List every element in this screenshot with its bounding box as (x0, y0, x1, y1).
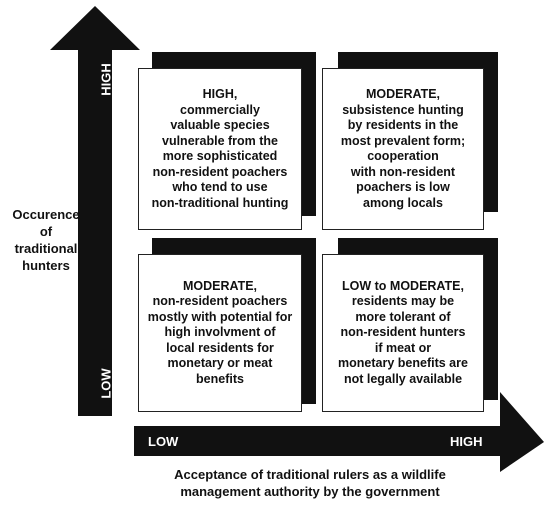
y-axis-low-label: LOW (98, 368, 114, 399)
x-axis-title: Acceptance of traditional rulers as a wi… (174, 467, 446, 499)
quadrant-top-right: MODERATE, subsistence hunting by residen… (322, 68, 484, 230)
y-axis-high-label: HIGH (98, 63, 114, 96)
quadrant-bottom-right: LOW to MODERATE, residents may be more t… (322, 254, 484, 412)
y-axis-arrow (50, 6, 140, 416)
x-axis-low-label: LOW (148, 434, 179, 449)
quadrant-top-left: HIGH, commercially valuable species vuln… (138, 68, 302, 230)
quadrant-bottom-left: MODERATE, non-resident poachers mostly w… (138, 254, 302, 412)
x-axis-high-label: HIGH (450, 434, 483, 449)
y-axis-title: Occurence of traditional hunters (12, 207, 80, 273)
x-axis-arrow (134, 392, 544, 472)
